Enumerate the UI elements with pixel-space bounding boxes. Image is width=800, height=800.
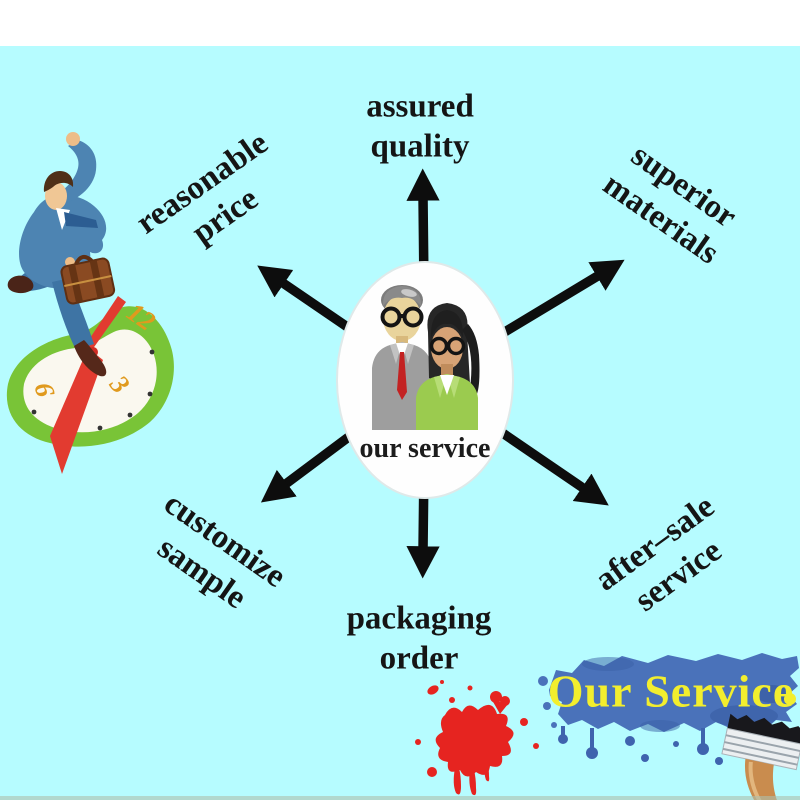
briefcase-icon	[60, 254, 116, 305]
woman-jacket	[416, 374, 478, 430]
brush-bristles	[727, 713, 800, 745]
raised-arm	[50, 140, 97, 206]
brush-handle	[744, 758, 791, 800]
blue-paint-drips	[558, 726, 723, 765]
back-shoe	[7, 275, 34, 294]
label-line: quality	[370, 128, 470, 164]
melting-clock-icon: 12 3 6	[6, 296, 174, 474]
top-white-strip	[0, 0, 800, 46]
man-tie	[397, 352, 407, 400]
bottom-edge-line	[0, 796, 800, 800]
front-shoe	[74, 340, 107, 377]
woman-glasses-icon	[429, 336, 466, 356]
fist	[66, 132, 80, 146]
label-assured-quality: assured quality	[366, 87, 474, 166]
red-paint-splatter-icon	[415, 680, 539, 796]
label-packaging-order: packaging order	[347, 599, 492, 678]
paintbrush-icon	[721, 713, 800, 800]
label-line: assured	[366, 88, 474, 125]
woman-icon	[416, 303, 480, 430]
banner-title: Our Service	[547, 665, 795, 717]
service-team-icon	[372, 285, 480, 430]
banner-brush-stroke	[538, 653, 799, 765]
splatter-main-blob	[435, 704, 514, 777]
center-node	[336, 261, 514, 499]
head	[45, 182, 67, 210]
stroke-ragged-bits	[538, 676, 557, 728]
businessman-icon	[7, 132, 116, 377]
label-line: order	[379, 640, 459, 676]
yellow-paint-dot	[784, 693, 796, 705]
businessman-clock-icon: 12 3 6	[6, 132, 174, 474]
tie	[64, 212, 98, 228]
label-line: packaging	[346, 600, 492, 637]
hair	[43, 171, 74, 192]
man-glasses-icon	[380, 306, 424, 328]
center-node-label: our service	[359, 433, 491, 464]
front-leg	[52, 278, 94, 350]
